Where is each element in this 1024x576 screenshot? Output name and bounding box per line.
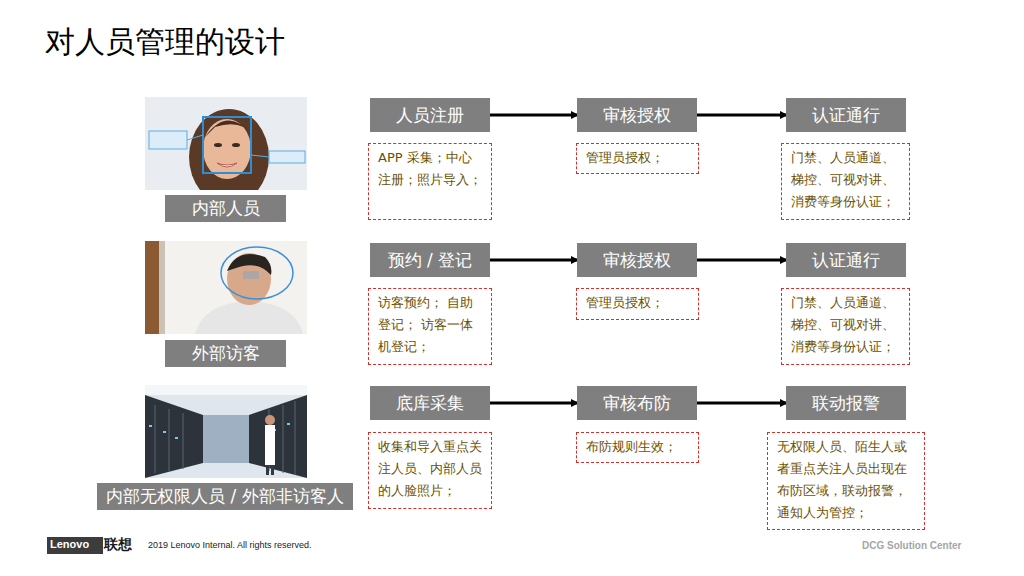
step-detail: 管理员授权； (576, 288, 699, 320)
step-header: 预约 / 登记 (370, 243, 490, 277)
step-detail: 门禁、人员通道、梯控、可视对讲、消费等身份认证； (781, 143, 910, 220)
step-header: 认证通行 (786, 98, 906, 132)
step-detail: 收集和导入重点关注人员、内部人员的人脸照片； (368, 432, 492, 509)
logo-wordmark: Lenovo (50, 538, 89, 550)
detail-text: 门禁、人员通道、梯控、可视对讲、消费等身份认证； (791, 292, 900, 358)
detail-text: 访客预约； 自助登记； 访客一体机登记； (378, 292, 482, 358)
step-header: 审核授权 (577, 243, 697, 277)
face-photo (145, 97, 307, 190)
step-detail: 访客预约； 自助登记； 访客一体机登记； (368, 288, 492, 365)
flow-arrow (490, 402, 577, 405)
step-header: 人员注册 (370, 98, 490, 132)
box-label: 审核授权 (603, 104, 671, 127)
person-type-box: 内部无权限人员 / 外部非访客人 (97, 483, 353, 510)
box-label: 认证通行 (812, 104, 880, 127)
box-label: 认证通行 (812, 249, 880, 272)
box-label: 人员注册 (396, 104, 464, 127)
detail-text: 管理员授权； (586, 292, 689, 314)
box-label: 外部访客 (192, 342, 260, 365)
flow-arrow (490, 114, 577, 117)
step-detail: 管理员授权； (576, 143, 699, 174)
server-room-illustration (145, 385, 307, 478)
detail-text: 门禁、人员通道、梯控、可视对讲、消费等身份认证； (791, 147, 900, 213)
flow-arrow (697, 402, 786, 405)
box-label: 内部人员 (192, 197, 260, 220)
logo-block (47, 537, 103, 554)
detail-text: 无权限人员、陌生人或者重点关注人员出现在布防区域，联动报警，通知人为管控； (777, 436, 915, 524)
step-header: 审核布防 (577, 386, 697, 420)
visitor-photo (145, 241, 307, 334)
step-detail: 布防规则生效； (576, 432, 699, 463)
step-header: 底库采集 (370, 386, 490, 420)
person-type-box: 外部访客 (165, 340, 286, 367)
copyright-note: 2019 Lenovo Internal. All rights reserve… (148, 540, 312, 550)
visitor-illustration (145, 241, 307, 334)
face-illustration (145, 97, 307, 190)
slide-title: 对人员管理的设计 (45, 22, 285, 63)
flow-arrow (697, 114, 786, 117)
step-detail: APP 采集；中心注册；照片导入； (368, 143, 492, 220)
step-header: 审核授权 (577, 98, 697, 132)
box-label: 审核授权 (603, 249, 671, 272)
logo-chinese: 联想 (104, 536, 132, 554)
footer-note: DCG Solution Center (862, 540, 961, 551)
step-header: 认证通行 (786, 243, 906, 277)
step-header: 联动报警 (786, 386, 906, 420)
box-label: 底库采集 (396, 392, 464, 415)
flow-arrow (697, 259, 786, 262)
person-type-box: 内部人员 (165, 195, 286, 222)
flow-arrow (490, 259, 577, 262)
step-detail: 门禁、人员通道、梯控、可视对讲、消费等身份认证； (781, 288, 910, 365)
detail-text: 管理员授权； (586, 147, 689, 169)
box-label: 联动报警 (812, 392, 880, 415)
box-label: 预约 / 登记 (388, 249, 473, 272)
box-label: 内部无权限人员 / 外部非访客人 (106, 485, 344, 508)
detail-text: APP 采集；中心注册；照片导入； (378, 147, 482, 191)
server-room-photo (145, 385, 307, 478)
box-label: 审核布防 (603, 392, 671, 415)
detail-text: 收集和导入重点关注人员、内部人员的人脸照片； (378, 436, 482, 502)
detail-text: 布防规则生效； (586, 436, 689, 458)
step-detail: 无权限人员、陌生人或者重点关注人员出现在布防区域，联动报警，通知人为管控； (767, 432, 925, 530)
